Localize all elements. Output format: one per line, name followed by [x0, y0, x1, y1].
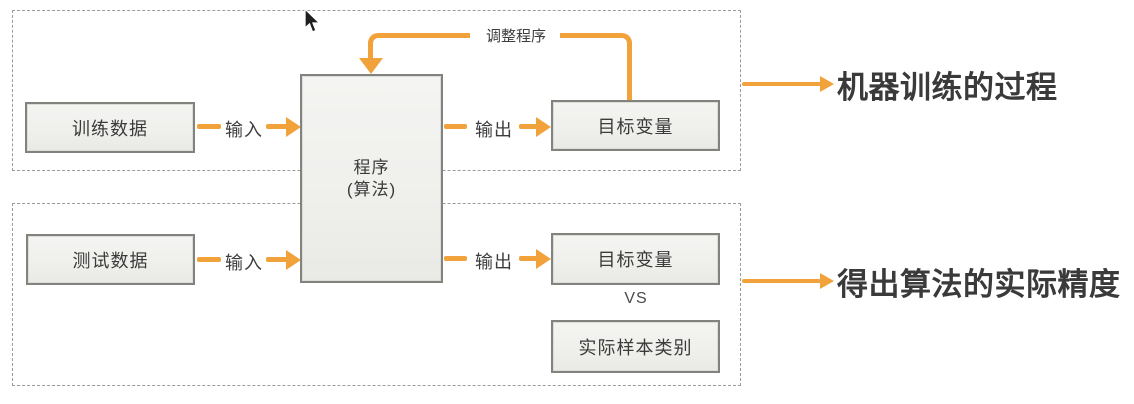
vs-label: VS: [624, 290, 648, 307]
target-variable-node-testing: 目标变量: [551, 233, 720, 285]
annotation-connector-training: [742, 82, 821, 86]
mouse-cursor-icon: [303, 7, 322, 40]
arrow-right-icon: [536, 249, 551, 269]
actual-sample-class-node: 实际样本类别: [551, 320, 720, 373]
arrow-right-icon: [820, 76, 834, 92]
connector-dash: [444, 124, 467, 129]
arrow-down-icon: [359, 58, 383, 74]
input-label-training: 输入: [225, 120, 263, 140]
testing-data-node: 测试数据: [26, 234, 195, 285]
annotation-connector-testing: [742, 279, 821, 283]
arrow-right-icon: [286, 117, 301, 137]
connector-dash: [444, 256, 467, 261]
feedback-connector-left: [368, 33, 470, 61]
input-label-testing: 输入: [225, 253, 263, 273]
connector-shaft: [519, 256, 538, 261]
arrow-right-icon: [536, 117, 551, 137]
program-label-line1: 程序: [353, 157, 390, 177]
connector-shaft: [266, 257, 288, 262]
arrow-right-icon: [286, 250, 301, 270]
feedback-connector-right: [560, 33, 632, 101]
program-node: 程序 (算法): [300, 74, 443, 283]
annotation-testing: 得出算法的实际精度: [837, 267, 1121, 302]
output-label-training: 输出: [475, 120, 513, 140]
annotation-training: 机器训练的过程: [837, 70, 1058, 105]
target-variable-node-training: 目标变量: [551, 100, 720, 151]
connector-shaft: [519, 124, 538, 129]
connector-dash: [197, 124, 221, 129]
arrow-right-icon: [820, 273, 834, 289]
output-label-testing: 输出: [475, 252, 513, 272]
connector-shaft: [266, 124, 288, 129]
training-data-node: 训练数据: [25, 102, 195, 153]
connector-dash: [197, 257, 221, 262]
program-label-line2: (算法): [346, 179, 397, 199]
adjust-program-label: 调整程序: [485, 28, 546, 45]
